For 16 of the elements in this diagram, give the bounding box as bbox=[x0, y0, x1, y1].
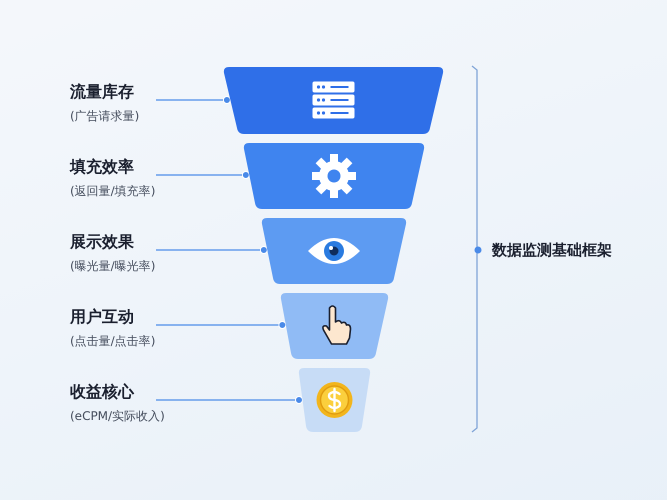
leader-line bbox=[156, 96, 231, 104]
stage-subtitle: (点击量/点击率) bbox=[70, 333, 156, 350]
leader-line bbox=[156, 396, 303, 404]
leader-line bbox=[156, 246, 268, 254]
stage-subtitle: (返回量/填充率) bbox=[70, 183, 156, 200]
stage-title: 展示效果 bbox=[70, 232, 135, 253]
stage-subtitle: (曝光量/曝光率) bbox=[70, 258, 156, 275]
stage-subtitle: (广告请求量) bbox=[70, 108, 140, 125]
leader-line bbox=[156, 321, 286, 329]
leader-line bbox=[156, 171, 250, 179]
stage-title: 填充效率 bbox=[70, 157, 135, 178]
stage-title: 流量库存 bbox=[70, 82, 135, 103]
stage-title: 用户互动 bbox=[70, 307, 135, 328]
stage-subtitle: (eCPM/实际收入) bbox=[70, 408, 165, 425]
framework-label: 数据监测基础框架 bbox=[492, 241, 612, 260]
stage-title: 收益核心 bbox=[70, 382, 136, 403]
